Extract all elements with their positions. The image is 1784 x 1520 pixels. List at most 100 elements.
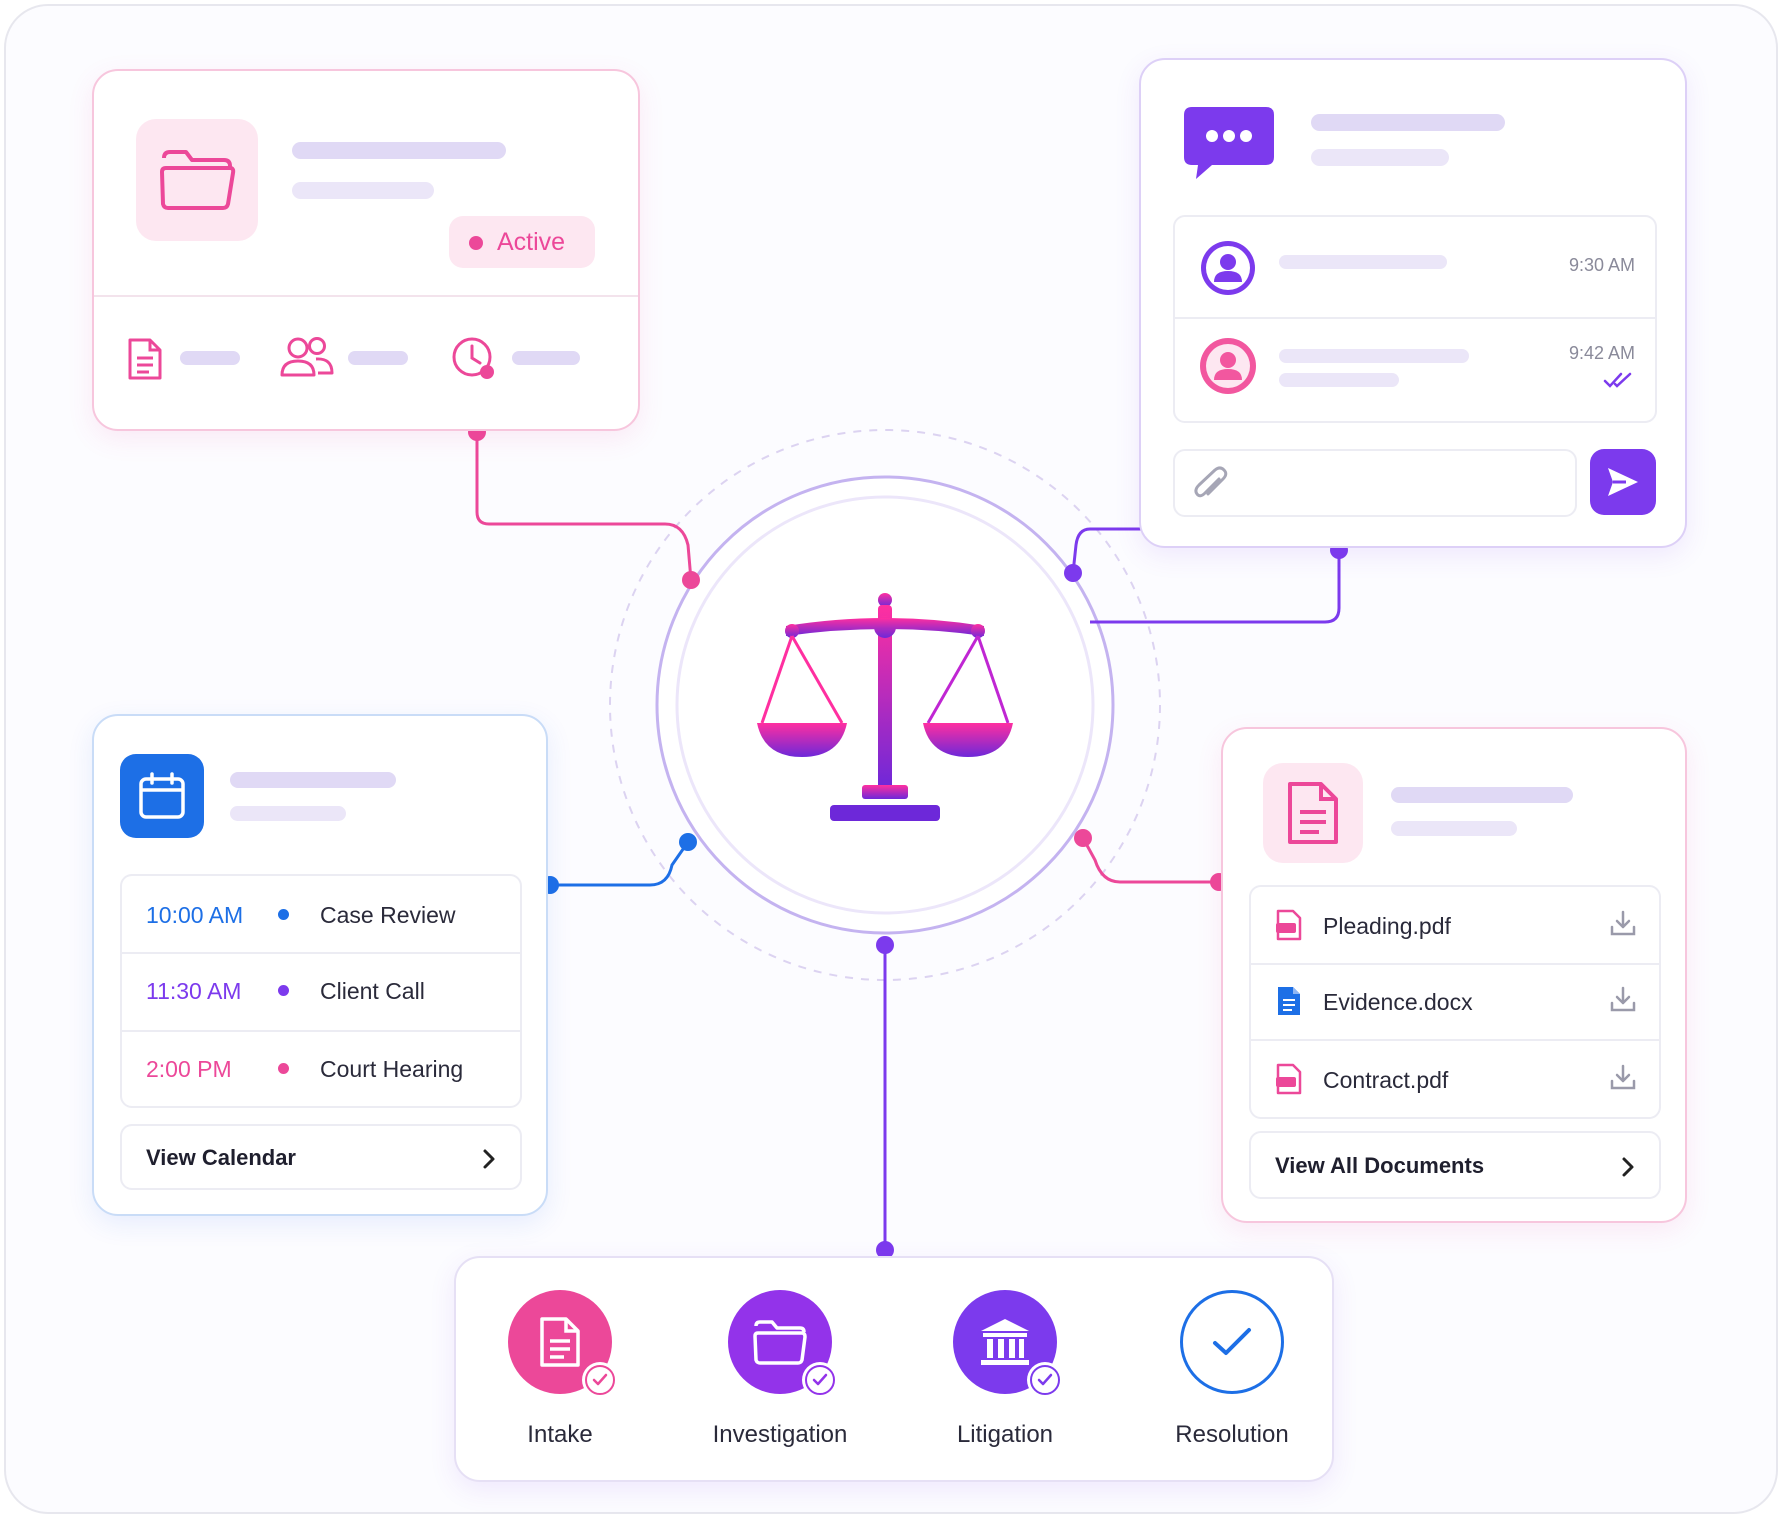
event-dot <box>278 909 289 920</box>
event-time: 2:00 PM <box>146 1056 232 1082</box>
folder-tile <box>136 119 258 241</box>
placeholder-message <box>1279 349 1469 363</box>
download-icon[interactable] <box>1609 985 1637 1013</box>
message-list: 9:30 AM 9:42 AM <box>1173 215 1657 423</box>
file-row[interactable]: Contract.pdf <box>1251 1041 1659 1117</box>
document-icon <box>1288 782 1338 844</box>
user-avatar-pink <box>1200 338 1256 394</box>
calendar-tile <box>120 754 204 838</box>
check-icon <box>1213 1328 1251 1355</box>
user-avatar-purple <box>1201 241 1255 295</box>
download-icon[interactable] <box>1609 1063 1637 1091</box>
people-icon <box>280 337 334 377</box>
folder-icon <box>160 150 236 210</box>
step-label: Resolution <box>1175 1421 1289 1448</box>
message-item[interactable]: 9:30 AM <box>1175 217 1655 317</box>
file-row[interactable]: Evidence.docx <box>1251 965 1659 1039</box>
document-icon <box>540 1317 580 1367</box>
document-tile <box>1263 763 1363 863</box>
event-time: 11:30 AM <box>146 978 242 1004</box>
step-label: Intake <box>527 1421 593 1448</box>
event-dot <box>278 1063 289 1074</box>
placeholder-calendar-title <box>230 772 396 788</box>
event-title: Court Hearing <box>320 1056 464 1082</box>
check-icon <box>585 1365 615 1395</box>
check-badge <box>1027 1362 1063 1398</box>
event-row[interactable]: 11:30 AM Client Call <box>122 954 520 1030</box>
placeholder-message <box>1279 255 1447 269</box>
calendar-card: 10:00 AM Case Review 11:30 AM Client Cal… <box>92 714 548 1216</box>
event-list: 10:00 AM Case Review 11:30 AM Client Cal… <box>120 874 522 1108</box>
step-label: Litigation <box>956 1421 1054 1448</box>
event-time: 10:00 AM <box>146 902 244 928</box>
folder-icon <box>753 1320 807 1365</box>
wire-calendar <box>550 841 690 887</box>
message-time: 9:30 AM <box>1568 255 1635 275</box>
read-receipt-icon <box>1603 372 1632 388</box>
pdf-icon <box>1276 909 1302 941</box>
status-badge: Active <box>449 216 595 268</box>
send-button[interactable] <box>1590 449 1656 515</box>
paperclip-icon[interactable] <box>1193 465 1229 503</box>
courthouse-icon <box>981 1319 1029 1365</box>
wire-chat-top <box>1071 527 1142 574</box>
file-list: Pleading.pdf Evidence.docx <box>1249 885 1661 1119</box>
chevron-right-icon <box>483 1149 495 1169</box>
document-icon <box>128 338 162 380</box>
workflow-card: Intake Investigation Litigation <box>454 1256 1334 1482</box>
outer-dashed-ring <box>609 429 1161 981</box>
status-dot <box>469 236 483 250</box>
divider <box>94 295 638 297</box>
event-row[interactable]: 2:00 PM Court Hearing <box>122 1032 520 1106</box>
view-calendar-button[interactable]: View Calendar <box>120 1124 522 1190</box>
calendar-icon <box>139 772 185 819</box>
event-row[interactable]: 10:00 AM Case Review <box>122 876 520 952</box>
wire-case <box>475 432 693 581</box>
wire-chat-bottom <box>1090 550 1341 624</box>
row-divider <box>122 1030 520 1032</box>
message-item[interactable]: 9:42 AM <box>1175 319 1655 421</box>
message-input[interactable] <box>1173 449 1577 517</box>
send-icon <box>1608 468 1638 496</box>
download-icon[interactable] <box>1609 909 1637 937</box>
placeholder-subtitle <box>292 182 434 199</box>
documents-card: Pleading.pdf Evidence.docx <box>1221 727 1687 1223</box>
view-all-documents-button[interactable]: View All Documents <box>1249 1131 1661 1199</box>
placeholder-documents-subtitle <box>1391 821 1517 836</box>
check-icon <box>805 1365 835 1395</box>
status-label: Active <box>497 228 566 256</box>
file-row[interactable]: Pleading.pdf <box>1251 887 1659 963</box>
placeholder-doc-count <box>180 351 240 365</box>
check-icon <box>1030 1365 1060 1395</box>
placeholder-time <box>512 351 580 365</box>
file-name: Contract.pdf <box>1323 1067 1449 1093</box>
check-badge <box>802 1362 838 1398</box>
row-divider <box>1251 963 1659 965</box>
case-card: Active <box>92 69 640 431</box>
chat-bubble-icon <box>1184 107 1274 179</box>
chevron-right-icon <box>1622 1157 1634 1177</box>
message-divider <box>1175 317 1655 319</box>
chat-card: 9:30 AM 9:42 AM <box>1139 58 1687 548</box>
docx-icon <box>1278 987 1300 1015</box>
step-resolution[interactable] <box>1180 1290 1284 1394</box>
pdf-icon <box>1276 1063 1302 1095</box>
check-badge <box>582 1362 618 1398</box>
placeholder-people-count <box>348 351 408 365</box>
scales-of-justice-icon <box>757 593 1013 821</box>
row-divider <box>122 952 520 954</box>
placeholder-title <box>292 142 506 159</box>
file-name: Pleading.pdf <box>1323 913 1451 939</box>
placeholder-documents-title <box>1391 787 1573 803</box>
wire-documents <box>1081 837 1219 884</box>
row-divider <box>1251 1039 1659 1041</box>
placeholder-message-line2 <box>1279 373 1399 387</box>
view-calendar-label: View Calendar <box>146 1145 296 1170</box>
clock-icon <box>452 337 494 379</box>
placeholder-chat-subtitle <box>1311 149 1449 166</box>
event-title: Client Call <box>320 978 425 1004</box>
view-all-documents-label: View All Documents <box>1275 1153 1485 1178</box>
event-dot <box>278 985 289 996</box>
event-title: Case Review <box>320 902 456 928</box>
